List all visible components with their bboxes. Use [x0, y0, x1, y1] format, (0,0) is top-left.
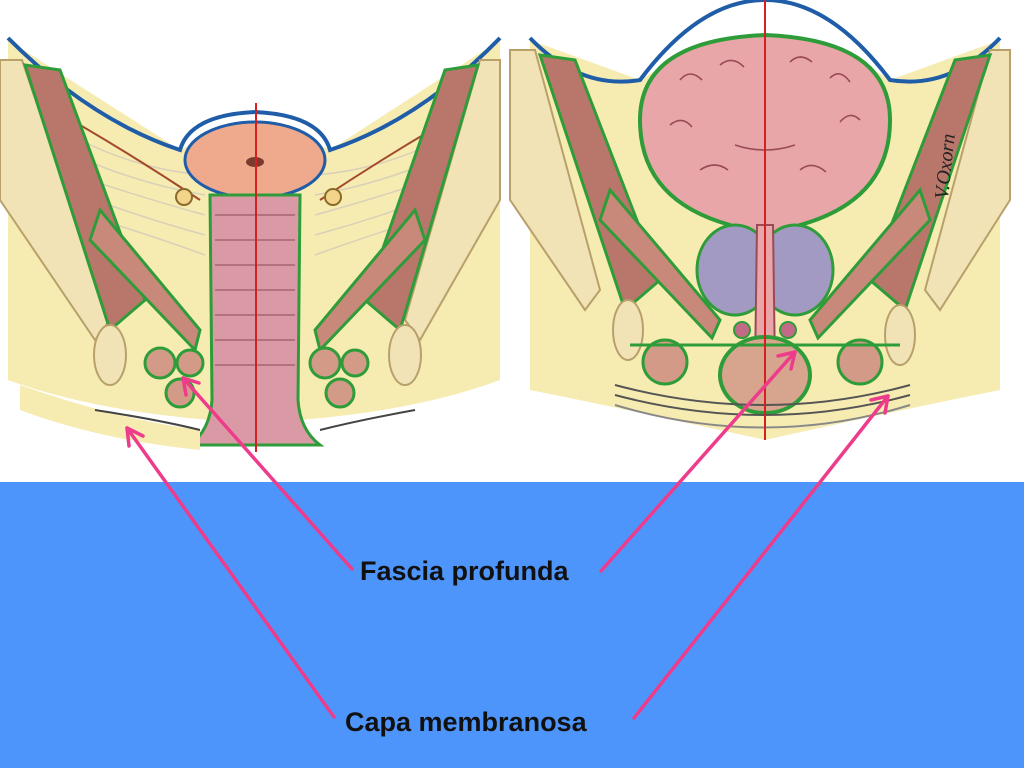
arrow-deep-fascia-right: [599, 350, 797, 573]
right-panel-left-bone: [509, 49, 602, 312]
left-membranous-layer-line: [94, 409, 201, 431]
right-panel-left-ischium: [612, 299, 644, 361]
left-bulb-glands: [143, 346, 205, 409]
right-panel-right-ischium: [884, 304, 916, 366]
left-ischial-tuberosity: [93, 324, 127, 386]
left-crus: [641, 338, 689, 386]
left-perineal-skin: [20, 385, 200, 450]
arrow-membranous-left: [125, 426, 336, 719]
right-panel-right-bone: [923, 49, 1011, 312]
right-panel-right-levator: [808, 186, 932, 341]
arrow-deep-fascia-left: [181, 376, 354, 571]
left-bulbourethral-gland: [733, 321, 751, 339]
annotation-arrows: [125, 350, 890, 720]
right-crus: [836, 338, 884, 386]
right-ischial-tuberosity: [388, 324, 422, 386]
right-bulb-glands: [308, 346, 370, 409]
membranous-layer-label: Capa membranosa: [345, 707, 587, 737]
right-membranous-layer-line: [319, 409, 416, 431]
right-bulbourethral-gland: [779, 321, 797, 339]
deep-fascia-label: Fascia profunda: [360, 556, 569, 586]
right-ureter: [324, 188, 342, 206]
left-ureter: [175, 188, 193, 206]
right-peritoneum: [528, 0, 1002, 84]
left-panel-illustration: [0, 36, 502, 452]
membranous-layer-lower: [614, 394, 911, 416]
right-panel-illustration: [509, 0, 1011, 440]
membranous-layer-upper: [614, 384, 911, 406]
arrow-membranous-right: [632, 394, 890, 720]
right-panel-left-levator: [598, 186, 722, 341]
